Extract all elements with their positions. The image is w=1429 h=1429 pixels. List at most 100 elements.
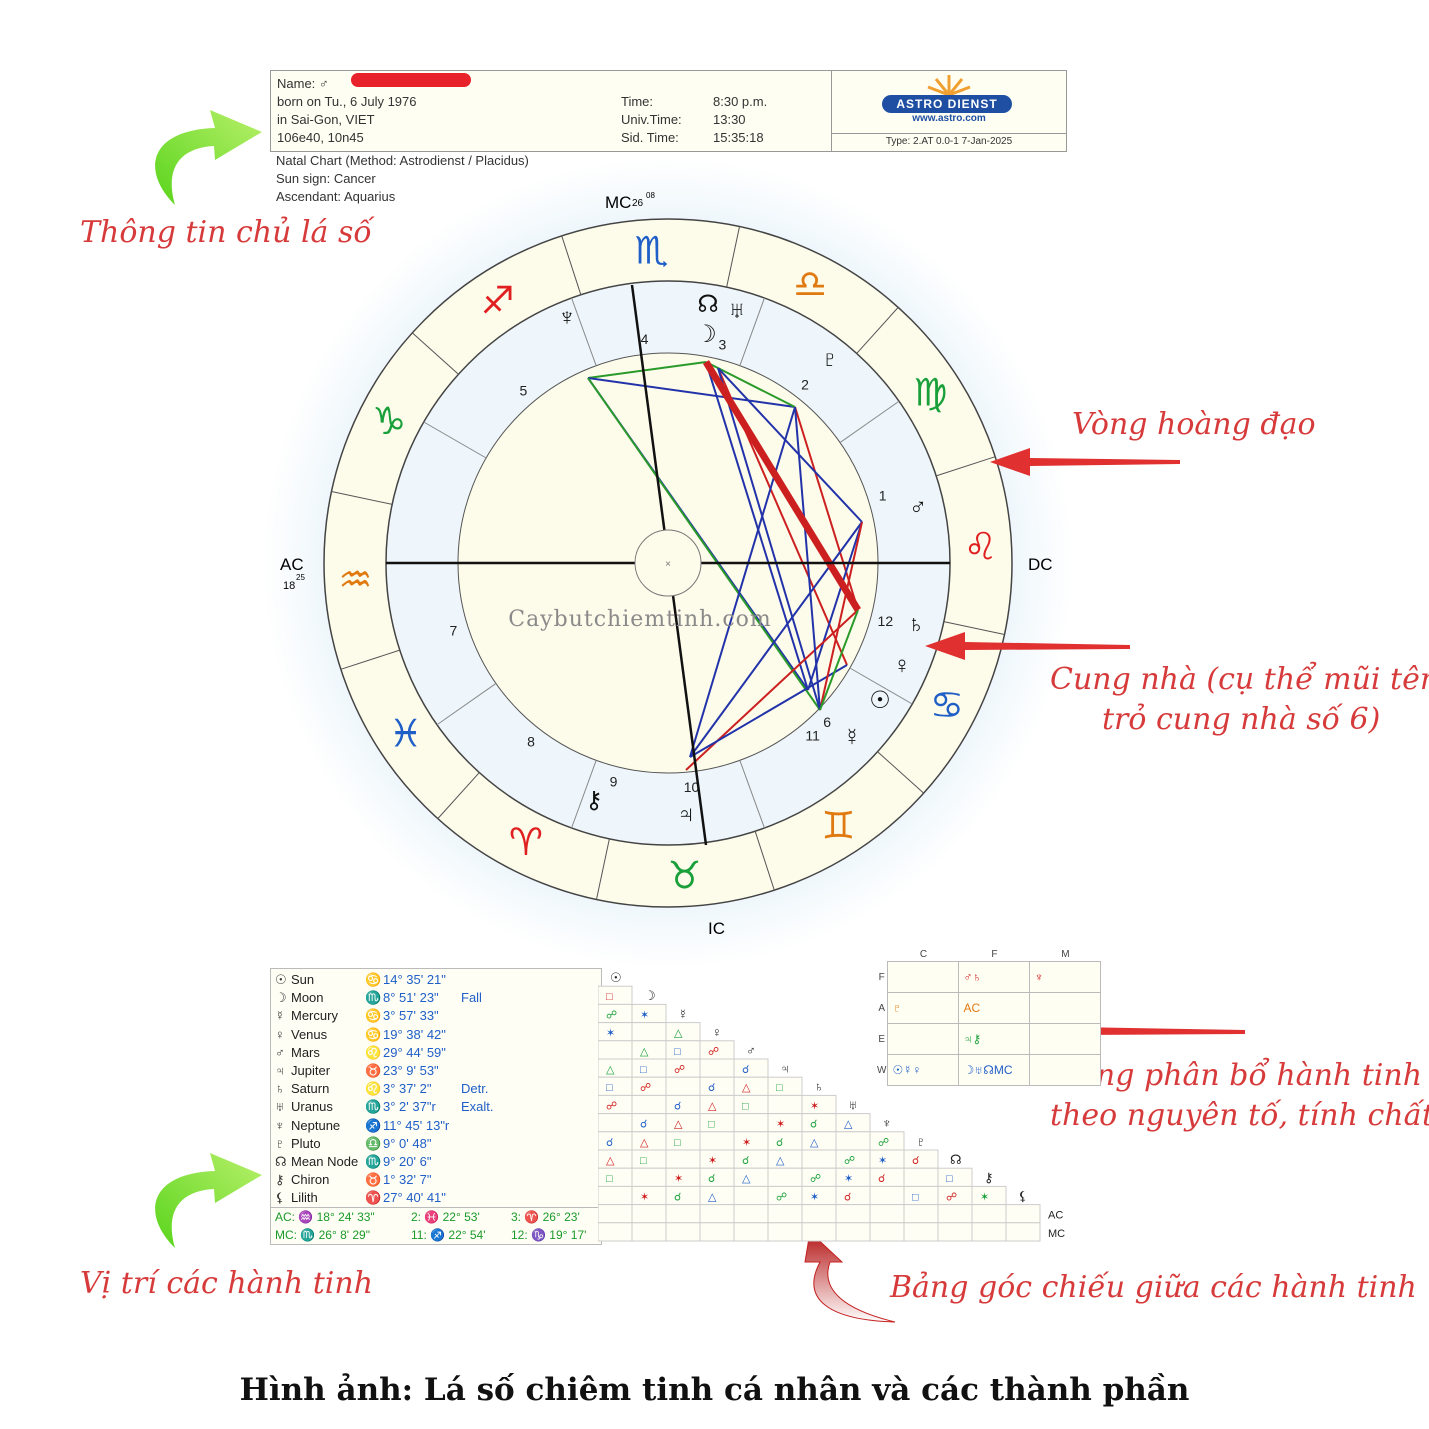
aspect-symbol-icon: ✶ (980, 1191, 989, 1203)
aspect-symbol-icon: ☌ (742, 1064, 749, 1076)
sign-divider (561, 235, 582, 295)
aspect-line (703, 360, 861, 612)
aspect-symbol-icon: ☌ (912, 1155, 919, 1167)
planet-position: 27° 40' 41" (383, 1190, 446, 1206)
house-cusp: 11: ♐ 22° 54' (411, 1228, 486, 1242)
aspect-symbol-icon: △ (606, 1064, 615, 1076)
time-label: Time: (621, 94, 654, 109)
aspect-cell (733, 1222, 769, 1242)
house-number: 10 (684, 779, 700, 795)
aspect-row-label: MC (1048, 1228, 1065, 1240)
sign-glyph-icon: ♌ (365, 1081, 382, 1097)
aspect-cell (767, 1094, 803, 1115)
element-cell: ☽♅☊MC (958, 1054, 1031, 1086)
aspect-cell (598, 1185, 633, 1206)
aspect-cell (598, 1058, 633, 1078)
house-number: 2 (801, 376, 809, 392)
planet-name: Mercury (291, 1008, 338, 1024)
red-arrow-icon (1035, 1017, 1245, 1045)
aspect-cell (903, 1204, 939, 1224)
row-header: E (878, 1033, 886, 1045)
sign-divider (856, 307, 899, 354)
ic-label: IC (708, 919, 725, 938)
aspect-symbol-icon: ✶ (640, 1191, 649, 1203)
aspect-cell (835, 1222, 871, 1242)
aspect-header-icon: ☉ (610, 970, 622, 985)
planet-name: Moon (291, 990, 324, 1006)
house-number: 12 (878, 613, 894, 629)
aspect-symbol-icon: ☍ (946, 1191, 957, 1203)
planet-row: ☿Mercury♋3° 57' 33" (275, 1007, 461, 1025)
aspect-cell (699, 1094, 735, 1115)
aspect-symbol-icon: ☌ (878, 1173, 885, 1185)
element-cell (1029, 992, 1102, 1024)
zodiac-sign-icon: ♌ (964, 525, 998, 569)
planet-icon: ♀ (893, 652, 911, 679)
zodiac-sign-icon: ♉ (667, 854, 701, 898)
aspect-cell (598, 1113, 633, 1133)
sign-divider (943, 621, 1005, 636)
figure-caption: Hình ảnh: Lá số chiêm tinh cá nhân và cá… (239, 1372, 1190, 1408)
aspect-cell (665, 1076, 701, 1096)
aspect-symbol-icon: ✶ (606, 1028, 615, 1040)
annotation-houses-1: Cung nhà (cụ thể mũi tên (1050, 662, 1429, 697)
aspect-cell (665, 1185, 701, 1206)
aspect-symbol-icon: △ (674, 1119, 683, 1131)
planet-glyph-icon: ☿ (275, 1008, 285, 1024)
aspect-symbol-icon: △ (708, 1100, 717, 1112)
aspect-symbol-icon: ✶ (640, 1009, 649, 1021)
row-header: A (878, 1002, 886, 1014)
aspect-symbol-icon: △ (810, 1137, 819, 1149)
planet-name: Mars (291, 1044, 320, 1060)
aspect-symbol-icon: □ (606, 1082, 613, 1094)
house-number: 8 (527, 734, 535, 750)
sign-glyph-icon: ♉ (365, 1172, 382, 1188)
house-cusp-line (739, 297, 765, 366)
row-header: W (877, 1064, 887, 1076)
aspect-grid: ☉□☽☍✶☿✶△♀△□☍♂△□☍☌♃□☍☌△□♄☍☌△□✶♅☌△□✶☌△♆☌△□… (598, 970, 1065, 1242)
aspect-symbol-icon: ☌ (776, 1137, 783, 1149)
planet-position: 8° 51' 23" (383, 990, 439, 1006)
univ-time-value: 13:30 (713, 112, 746, 127)
aspect-symbol-icon: ☍ (844, 1155, 855, 1167)
sign-divider (877, 751, 924, 794)
birth-coords: 106e40, 10n45 (277, 130, 364, 145)
aspect-symbol-icon: ☍ (674, 1064, 685, 1076)
house-cusp-line (436, 683, 497, 726)
aspect-symbol-icon: □ (640, 1155, 647, 1167)
chart-method: Natal Chart (Method: Astrodienst / Placi… (276, 153, 529, 168)
aspect-symbol-icon: ☍ (606, 1009, 617, 1021)
sun-sign: Sun sign: Cancer (276, 171, 376, 186)
aspect-line (587, 377, 821, 711)
aspect-cell (733, 1185, 769, 1206)
zodiac-sign-icon: ♎ (793, 262, 827, 306)
sign-divider (437, 772, 480, 819)
aspect-cell (699, 1204, 735, 1224)
planet-glyph-icon: ♆ (275, 1117, 285, 1133)
planet-row: ☊Mean Node♏9° 20' 6" (275, 1153, 461, 1171)
house-number: 3 (719, 337, 727, 353)
aspect-cell (665, 1204, 701, 1224)
annotation-owner-info: Thông tin chủ lá số (80, 215, 372, 250)
aspect-cell (631, 1222, 667, 1242)
planet-position: 23° 9' 53" (383, 1063, 439, 1078)
aspect-cell (598, 1040, 633, 1060)
aspect-line (587, 361, 707, 379)
aspect-cell (767, 1076, 803, 1096)
planet-position: 11° 45' 13"r (383, 1117, 450, 1133)
aspect-cell (1005, 1204, 1041, 1224)
sign-divider (726, 226, 741, 288)
annotation-element-1: Bảng phân bổ hành tinh (1056, 1058, 1423, 1093)
planet-position: 3° 2' 37"r (383, 1099, 436, 1115)
element-cell: AC (958, 992, 1031, 1024)
sign-glyph-icon: ♏ (365, 1154, 382, 1169)
aspect-symbol-icon: ☌ (674, 1191, 681, 1203)
owner-info: Name: ♂ born on Tu., 6 July 1976 in Sai-… (277, 75, 416, 147)
aspect-header-icon: ☿ (678, 1006, 688, 1021)
planet-glyph-icon: ☉ (275, 972, 287, 987)
houses-cusp-table: AC: ♒ 18° 24' 33" 2: ♓ 22° 53' 3: ♈ 26° … (270, 1207, 602, 1245)
aspect-cell (665, 1094, 701, 1115)
sign-glyph-icon: ♋ (365, 972, 382, 987)
planet-row: ☉Sun♋14° 35' 21" (275, 971, 461, 989)
